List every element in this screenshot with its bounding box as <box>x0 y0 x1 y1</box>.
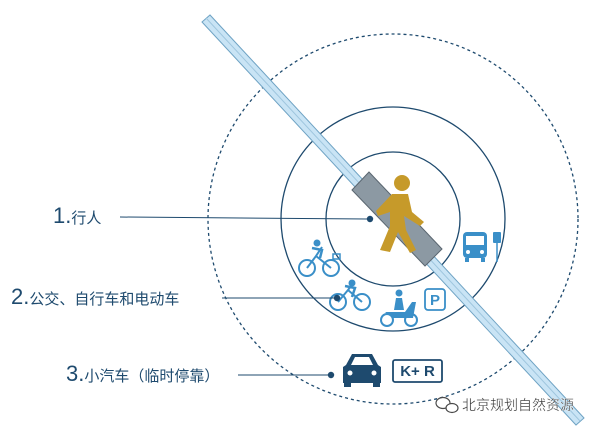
car-icon <box>343 354 381 387</box>
outer-zone-circle <box>207 33 579 405</box>
wechat-icon <box>435 396 459 414</box>
parking-badge: P <box>424 288 446 311</box>
middle-zone-circle <box>280 106 506 332</box>
leader-line-1 <box>119 215 374 223</box>
leader-line-3 <box>238 371 335 379</box>
kiss-and-ride-badge: K+ R <box>392 359 443 383</box>
label-car-number: 3. <box>66 361 84 386</box>
label-bus-bike-text: 公交、自行车和电动车 <box>29 290 179 308</box>
watermark-text: 北京规划自然资源 <box>462 397 574 413</box>
leader-line-2 <box>222 294 341 302</box>
label-car: 3.小汽车（临时停靠） <box>66 361 219 386</box>
label-pedestrian-text: 行人 <box>71 210 101 227</box>
e-bike-icon <box>329 279 371 311</box>
kiss-and-ride-icon: K+ R <box>400 363 435 380</box>
scooter-icon <box>380 289 418 327</box>
label-bus-bike-number: 2. <box>11 284 29 309</box>
bus-stop-icon <box>463 232 501 262</box>
label-bus-bike: 2.公交、自行车和电动车 <box>11 284 179 309</box>
watermark: 北京规划自然资源 <box>435 396 574 414</box>
pedestrian-icon <box>376 175 424 253</box>
label-pedestrian: 1.行人 <box>53 203 101 228</box>
label-pedestrian-number: 1. <box>53 203 71 228</box>
parking-icon: P <box>430 292 440 309</box>
label-car-text: 小汽车（临时停靠） <box>84 368 219 385</box>
bicycle-icon <box>298 239 341 277</box>
